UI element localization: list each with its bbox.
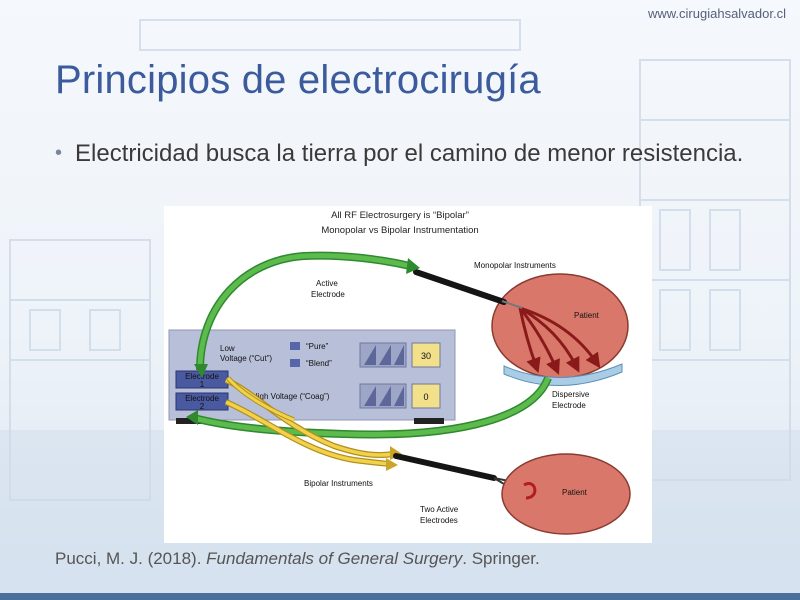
- blend-mode-button[interactable]: [290, 359, 300, 367]
- generator-foot-left: [176, 418, 206, 424]
- slide-title: Principios de electrocirugía: [55, 58, 541, 102]
- citation-book: Fundamentals of General Surgery: [206, 549, 463, 568]
- bipolar-arrowhead-bottom: [386, 458, 398, 471]
- monopolar-instrument: [413, 269, 507, 305]
- bipolar-current-arrows: [224, 376, 395, 467]
- blend-mode-label: “Blend”: [306, 359, 332, 368]
- active-electrode-arrowhead: [406, 258, 420, 274]
- site-url: www.cirugiahsalvador.cl: [647, 6, 786, 21]
- bullet-text: Electricidad busca la tierra por el cami…: [75, 140, 744, 167]
- cut-power-controls[interactable]: [359, 342, 407, 368]
- low-voltage-label-line2: Voltage (“Cut”): [220, 354, 272, 363]
- return-path-arrowhead: [186, 410, 198, 425]
- electrode-1-label-line2: 1: [200, 380, 205, 389]
- coag-power-display: [411, 383, 441, 409]
- active-electrode-arrow: [197, 253, 411, 371]
- cut-power-value: 30: [421, 351, 431, 361]
- monopolar-tip: [501, 300, 523, 309]
- bipolar-instrument: [393, 453, 497, 481]
- electrosurgery-diagram: All RF Electrosurgery is “Bipolar” Monop…: [164, 206, 652, 543]
- coag-power-value: 0: [423, 392, 428, 402]
- figure-title-line1: All RF Electrosurgery is “Bipolar”: [331, 210, 469, 221]
- patient-bottom-label: Patient: [562, 488, 588, 497]
- electrode-2-label-line1: Electrode: [185, 394, 219, 403]
- monopolar-instruments-label: Monopolar Instruments: [474, 261, 556, 270]
- two-active-label-line1: Two Active: [420, 505, 459, 514]
- bipolar-instruments-label: Bipolar Instruments: [304, 479, 373, 488]
- pure-mode-label: “Pure”: [306, 342, 329, 351]
- citation-publisher: . Springer.: [462, 549, 540, 568]
- bullet-dot-icon: •: [55, 142, 63, 164]
- return-path-arrow: [193, 377, 551, 437]
- coag-power-controls[interactable]: [359, 383, 407, 409]
- cut-power-display: [411, 342, 441, 368]
- bottom-accent-bar: [0, 593, 800, 600]
- active-electrode-label-line2: Electrode: [311, 290, 345, 299]
- pure-mode-button[interactable]: [290, 342, 300, 350]
- bipolar-current-loop: [523, 482, 537, 500]
- dispersive-label-line2: Electrode: [552, 401, 586, 410]
- dispersive-label-line1: Dispersive: [552, 390, 590, 399]
- low-voltage-label-line1: Low: [220, 344, 235, 353]
- patient-bottom: [501, 453, 631, 535]
- high-voltage-label: High Voltage (“Coag”): [252, 392, 330, 401]
- figure-title-line2: Monopolar vs Bipolar Instrumentation: [321, 225, 478, 236]
- electrode-2-label-line2: 2: [200, 402, 205, 411]
- generator-foot-right: [414, 418, 444, 424]
- monopolar-current-paths: [518, 306, 601, 375]
- active-electrode-label-line1: Active: [316, 279, 338, 288]
- citation: Pucci, M. J. (2018). Fundamentals of Gen…: [55, 549, 540, 569]
- dispersive-pad: [503, 363, 623, 386]
- patient-top-label: Patient: [574, 311, 600, 320]
- two-active-label-line2: Electrodes: [420, 516, 458, 525]
- active-return-arrowhead: [194, 364, 208, 378]
- diagram-canvas: All RF Electrosurgery is “Bipolar” Monop…: [168, 210, 631, 535]
- citation-author: Pucci, M. J. (2018).: [55, 549, 207, 568]
